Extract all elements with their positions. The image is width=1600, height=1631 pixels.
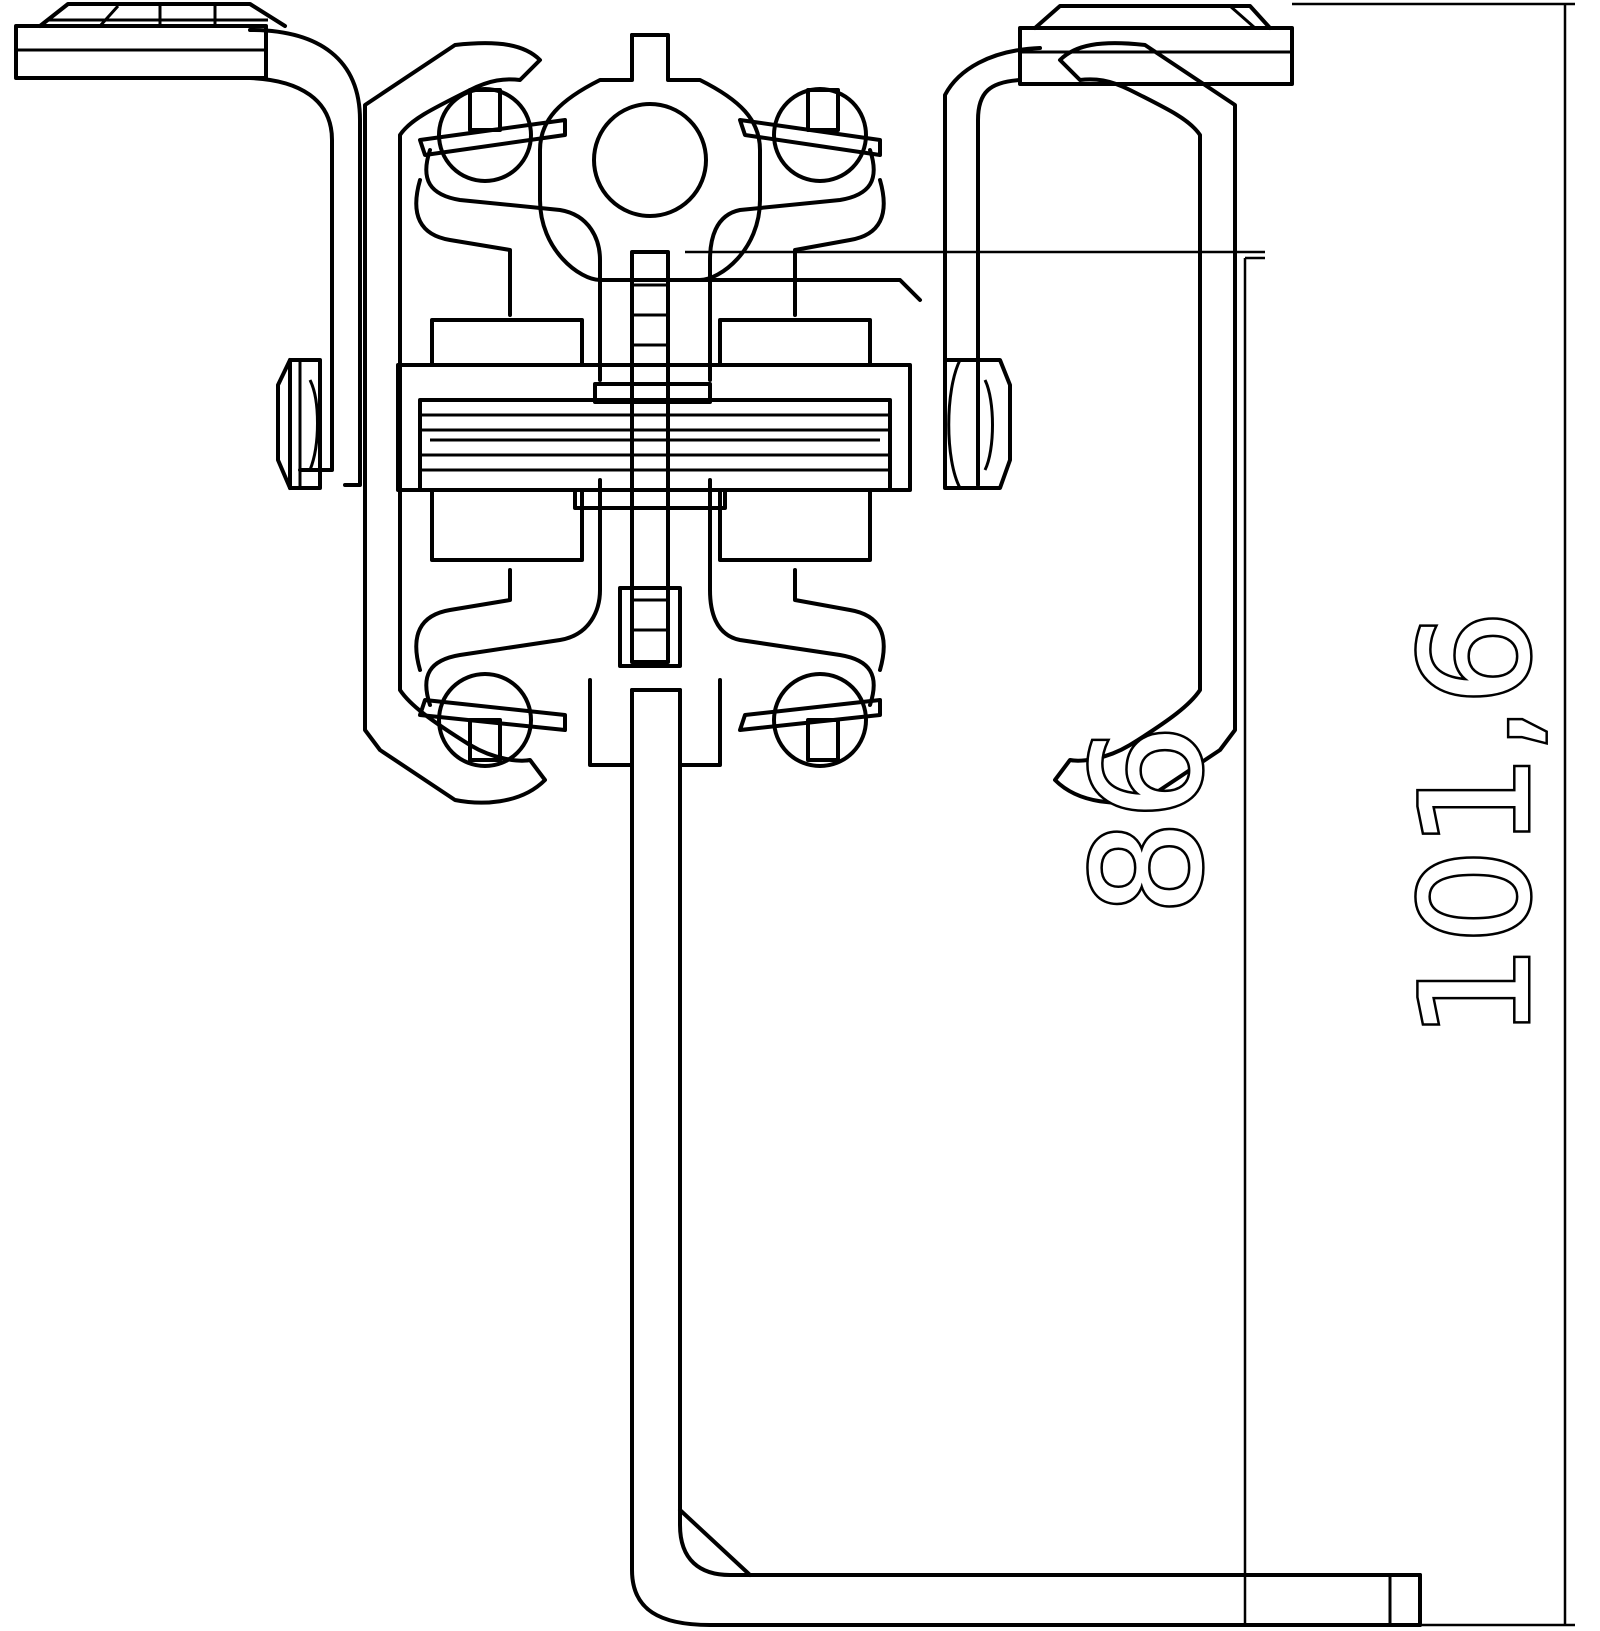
dimension-label-86: 86: [1062, 725, 1236, 916]
link-arms: [414, 118, 886, 732]
left-bracket: [14, 2, 362, 487]
left-hex-nut: [276, 358, 322, 490]
dimension-label-101-6: 101,6: [1390, 610, 1564, 1039]
central-spine: [618, 250, 682, 668]
lower-bracket: [630, 688, 1422, 1627]
dimension-label-86-group: 86: [1060, 722, 1239, 918]
hinge-body: [363, 33, 1237, 805]
right-bracket: [943, 4, 1294, 487]
bolt-assembly: [396, 318, 912, 562]
right-hex-nut: [943, 358, 1012, 490]
dimension-label-101-6-group: 101,6: [1388, 608, 1567, 1042]
dimension-lines: [685, 2, 1575, 1627]
